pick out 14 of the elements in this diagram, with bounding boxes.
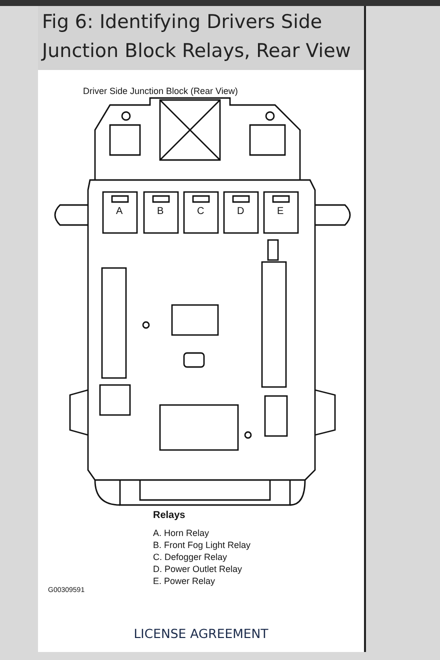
legend-item: A. Horn Relay (153, 527, 210, 539)
relay-letter: D (237, 206, 244, 218)
relay-letter: A (116, 206, 123, 218)
relay-letter: E (277, 206, 284, 218)
legend-item: E. Power Relay (153, 575, 216, 587)
legend-heading: Relays (153, 510, 186, 522)
figure-title: Fig 6: Identifying Drivers Side Junction Block Relays, Rear View (38, 6, 364, 70)
relay-letter: C (197, 206, 204, 218)
legend-item: C. Defogger Relay (153, 551, 228, 563)
relay-letter: B (157, 206, 164, 218)
legend-item: B. Front Fog Light Relay (153, 539, 251, 551)
legend-item: D. Power Outlet Relay (153, 563, 242, 575)
drawing-title: Driver Side Junction Block (Rear View) (83, 85, 238, 97)
figure-caption: LICENSE AGREEMENT (132, 626, 270, 641)
